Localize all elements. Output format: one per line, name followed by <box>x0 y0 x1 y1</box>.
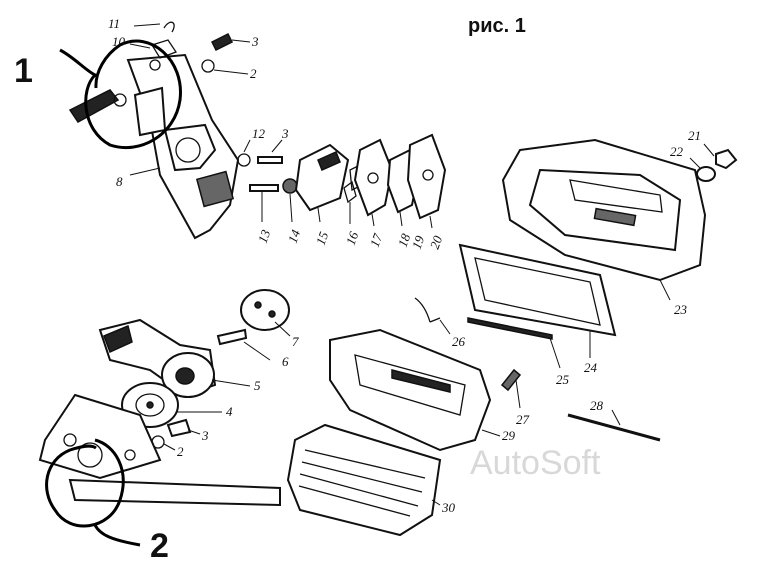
plate-18 <box>353 138 394 217</box>
label-3-upper: 3 <box>281 126 289 141</box>
spring-16 <box>343 180 357 204</box>
label-14: 14 <box>285 227 304 245</box>
label-30: 30 <box>441 500 456 515</box>
label-3-lower: 3 <box>201 428 209 443</box>
block-15 <box>294 143 350 212</box>
label-11: 11 <box>108 16 120 31</box>
regulator-lever <box>68 478 281 507</box>
label-7: 7 <box>292 334 299 349</box>
label-15: 15 <box>313 229 332 247</box>
label-16: 16 <box>343 229 362 247</box>
label-17: 17 <box>367 231 386 249</box>
label-25: 25 <box>556 372 570 387</box>
pin-27 <box>500 368 522 392</box>
spring-11 <box>163 21 175 33</box>
screw-3-upper <box>257 156 283 164</box>
label-27: 27 <box>516 412 530 427</box>
label-23: 23 <box>674 302 688 317</box>
lock-mechanism-8 <box>68 39 240 240</box>
handle-housing-29 <box>329 328 492 452</box>
label-8: 8 <box>116 174 123 189</box>
label-20: 20 <box>427 233 446 251</box>
spring-26 <box>414 297 441 323</box>
gasket-24 <box>458 243 617 337</box>
label-12: 12 <box>252 126 266 141</box>
disc-7 <box>240 289 290 331</box>
label-28: 28 <box>590 398 604 413</box>
label-10: 10 <box>112 34 126 49</box>
label-4: 4 <box>226 404 233 419</box>
label-2-top: 2 <box>250 66 257 81</box>
strip-25 <box>467 317 553 340</box>
label-22: 22 <box>670 144 684 159</box>
label-24: 24 <box>584 360 598 375</box>
label-29: 29 <box>502 428 516 443</box>
screw-3-lower <box>166 418 192 438</box>
plate-20 <box>406 133 447 220</box>
callout-circle-2 <box>45 438 141 547</box>
label-19: 19 <box>409 233 428 251</box>
rod-28 <box>567 413 661 442</box>
washer-2-top <box>201 59 215 73</box>
bolt-6 <box>216 328 248 346</box>
label-2-lower: 2 <box>177 444 184 459</box>
regulator-base-plate <box>38 393 162 480</box>
nut-21 <box>715 148 738 170</box>
callout-circle-1 <box>59 39 182 150</box>
label-18: 18 <box>395 231 414 249</box>
label-26: 26 <box>452 334 466 349</box>
cover-30 <box>286 423 442 537</box>
crank-arm-5 <box>98 318 217 398</box>
bushing-14 <box>282 178 298 194</box>
label-6: 6 <box>282 354 289 369</box>
label-5: 5 <box>254 378 261 393</box>
label-21: 21 <box>688 128 701 143</box>
handle-bezel-23 <box>501 138 707 282</box>
washer-22 <box>696 166 716 182</box>
watermark: AutoSoft <box>470 444 601 482</box>
leader-lines <box>129 23 715 506</box>
label-13: 13 <box>255 227 274 245</box>
washer-12 <box>237 153 251 167</box>
label-3-top: 3 <box>251 34 259 49</box>
screw-3-top <box>210 32 234 52</box>
figure-title: рис. 1 <box>468 15 526 37</box>
callout-2: 2 <box>150 527 169 565</box>
screw-13 <box>249 184 279 192</box>
callout-1: 1 <box>14 52 33 90</box>
